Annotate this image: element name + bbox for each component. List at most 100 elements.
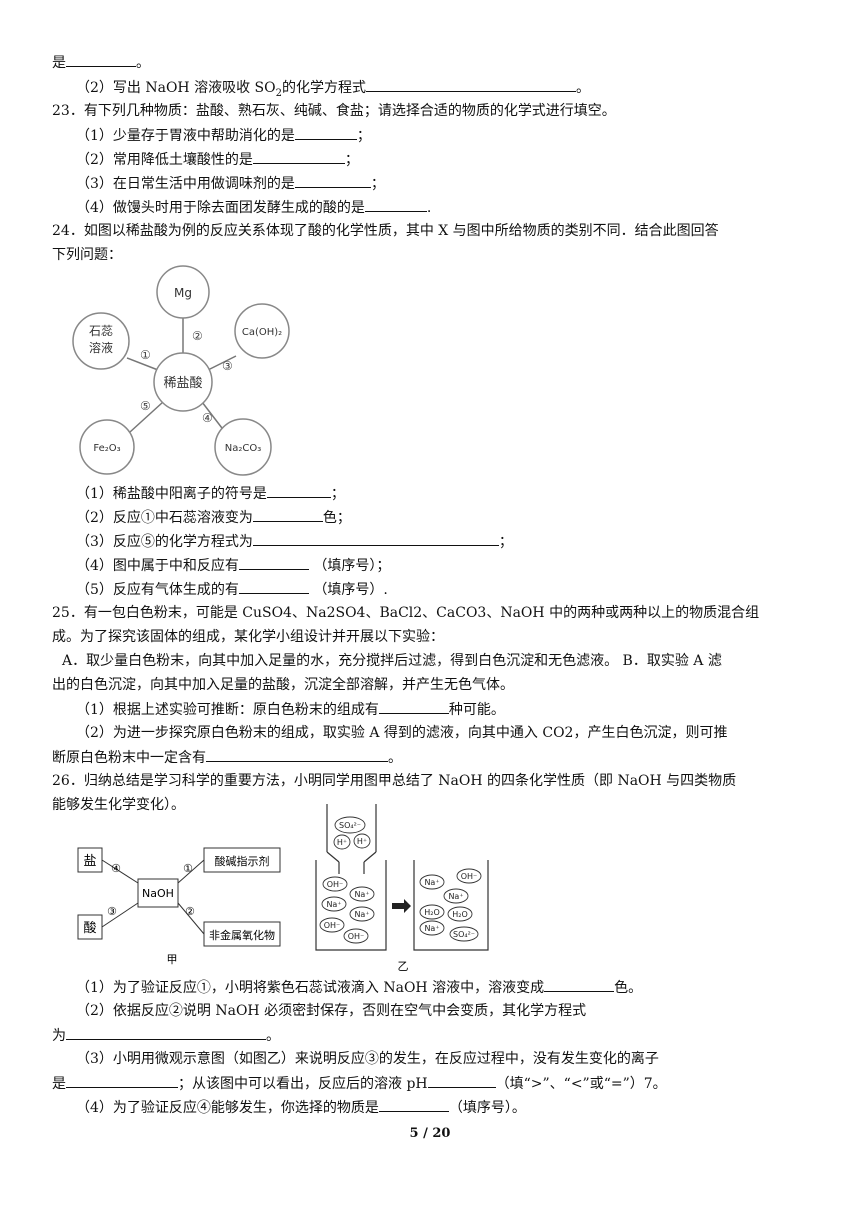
q26-part1: （1）为了验证反应①，小明将紫色石蕊试液滴入 NaOH 溶液中，溶液变成色。 [76,977,642,998]
q22-part2: （2）写出 NaOH 溶液吸收 SO2的化学方程式。 [76,77,590,104]
answer-blank[interactable] [238,579,309,594]
label-caoh2: Ca(OH)₂ [242,327,282,338]
num-2: ② [192,329,203,343]
q24-part5: （5）反应有气体生成的有 （填序号）. [76,579,388,600]
ion-so4: SO₄²⁻ [339,821,361,830]
q25-part1: （1）根据上述实验可推断：原白色粉末的组成有种可能。 [76,699,505,720]
label-litmus-1: 石蕊 [89,324,113,338]
answer-blank[interactable] [66,1025,266,1040]
num-5: ⑤ [140,399,151,413]
label-naoh: NaOH [142,887,174,900]
q26-part3: （3）小明用微观示意图（如图乙）来说明反应③的发生，在反应过程中，没有发生变化的… [76,1051,659,1067]
box-salt [77,847,103,873]
node-hcl [153,352,213,412]
answer-blank[interactable] [544,977,615,992]
num-1: ① [183,862,193,875]
ion-na: Na⁺ [448,892,463,901]
num-3: ③ [107,905,117,918]
ion-na: Na⁺ [354,910,369,919]
q25-stem-line1: 25．有一包白色粉末，可能是 CuSO4、Na2SO4、BaCl2、CaCO3、… [52,605,760,621]
q26-part3-cont: 是；从该图中可以看出，反应后的溶液 pH（填“>”、“<”或“=”）7。 [52,1073,667,1094]
answer-blank[interactable] [378,699,449,714]
naoh-properties-diagram: 盐 酸 NaOH 酸碱指示剂 非金属氧化物 ④ ① ③ ② 甲 [77,847,281,965]
node-fe2o3 [79,419,135,475]
ion-h: H⁺ [357,837,367,846]
q25-stem-line2: 成。为了探究该固体的组成，某化学小组设计并开展以下实验： [52,629,444,645]
ion-na: Na⁺ [326,900,341,909]
ion-oh: OH⁻ [327,880,344,889]
num-2: ② [185,905,195,918]
node-mg [156,265,210,319]
q24-part1: （1）稀盐酸中阳离子的符号是； [76,483,345,504]
q24-part3: （3）反应⑤的化学方程式为； [76,531,513,552]
label-acid: 酸 [83,921,96,936]
label-oxide: 非金属氧化物 [209,928,275,942]
ion-oh: OH⁻ [461,872,478,881]
q23-part4: （4）做馒头时用于除去面团发酵生成的酸的是. [76,197,431,218]
q23-stem: 23．有下列几种物质：盐酸、熟石灰、纯碱、食盐；请选择合适的物质的化学式进行填空… [52,103,616,119]
answer-blank[interactable] [206,747,388,762]
q26-part2: （2）依据反应②说明 NaOH 必须密封保存，否则在空气中会变质，其化学方程式 [76,1003,587,1019]
q26-stem-line2: 能够发生化学变化）。 [52,797,185,813]
ion-oh: OH⁻ [348,932,365,941]
q26-stem-line1: 26．归纳总结是学习科学的重要方法，小明同学用图甲总结了 NaOH 的四条化学性… [52,773,737,789]
node-na2co3 [214,418,272,476]
q23-part2: （2）常用降低土壤酸性的是； [76,149,359,170]
caption-yi: 乙 [398,960,409,973]
num-1: ① [140,348,151,362]
answer-blank[interactable] [66,52,136,67]
num-4: ④ [202,411,213,425]
q22-continuation: 是。 [52,52,150,73]
answer-blank[interactable] [66,1073,178,1088]
q24-part4: （4）图中属于中和反应有 （填序号）； [76,555,390,576]
answer-blank[interactable] [364,197,427,212]
q26-part4: （4）为了验证反应④能够发生，你选择的物质是（填序号）。 [76,1097,526,1118]
arrow-icon [392,899,411,913]
q25-experiment-line1: A．取少量白色粉末，向其中加入足量的水，充分搅拌后过滤，得到白色沉淀和无色滤液。… [62,653,722,669]
node-caoh2 [234,303,290,359]
page-number: 5 / 20 [409,1126,451,1141]
neutralization-micro-diagram: SO₄²⁻ H⁺ H⁺ OH⁻ Na⁺ Na⁺ Na⁺ OH⁻ OH⁻ Na⁺ … [315,804,489,973]
answer-blank[interactable] [252,531,499,546]
q24-stem-line2: 下列问题： [52,247,122,263]
q24-stem-line1: 24．如图以稀盐酸为例的反应关系体现了酸的化学性质，其中 X 与图中所给物质的类… [52,223,719,239]
q23-part1: （1）少量存于胃液中帮助消化的是； [76,125,371,146]
q25-experiment-line2: 出的白色沉淀，向其中加入足量的盐酸，沉淀全部溶解，并产生无色气体。 [52,677,514,693]
label-na2co3: Na₂CO₃ [225,443,261,454]
answer-blank[interactable] [378,1097,449,1112]
label-hcl: 稀盐酸 [163,376,202,391]
q23-part3: （3）在日常生活中用做调味剂的是； [76,173,385,194]
caption-jia: 甲 [167,953,178,965]
answer-blank[interactable] [294,125,357,140]
q25-part2-cont: 断原白色粉末中一定含有。 [52,747,402,768]
molecule-h2o: H₂O [424,908,440,917]
answer-blank[interactable] [238,555,309,570]
answer-blank[interactable] [365,77,576,92]
node-litmus [72,312,130,370]
molecule-h2o: H₂O [452,910,468,919]
ion-h: H⁺ [337,838,347,847]
answer-blank[interactable] [294,173,371,188]
label-mg: Mg [174,286,192,300]
ion-na: Na⁺ [354,890,369,899]
answer-blank[interactable] [427,1073,496,1088]
label-fe2o3: Fe₂O₃ [93,443,120,454]
label-salt: 盐 [83,854,96,869]
answer-blank[interactable] [252,507,323,522]
num-3: ③ [222,359,233,373]
q24-part2: （2）反应①中石蕊溶液变为色； [76,507,351,528]
answer-blank[interactable] [252,149,345,164]
ion-na: Na⁺ [424,924,439,933]
ion-oh: OH⁻ [324,921,341,930]
label-indicator: 酸碱指示剂 [215,854,270,868]
hcl-reaction-diagram: 稀盐酸 Mg 石蕊 溶液 Ca(OH)₂ Fe₂O₃ Na₂CO₃ ② ① ③ … [72,265,290,476]
box-naoh [137,878,179,908]
box-acid [77,914,103,940]
ion-so4: SO₄²⁻ [453,930,475,939]
q26-part2-cont: 为。 [52,1025,280,1046]
num-4: ④ [111,862,121,875]
label-litmus-2: 溶液 [89,340,113,355]
ion-na: Na⁺ [424,878,439,887]
answer-blank[interactable] [266,483,331,498]
q25-part2: （2）为进一步探究原白色粉末的组成，取实验 A 得到的滤液，向其中通入 CO2，… [76,725,728,741]
